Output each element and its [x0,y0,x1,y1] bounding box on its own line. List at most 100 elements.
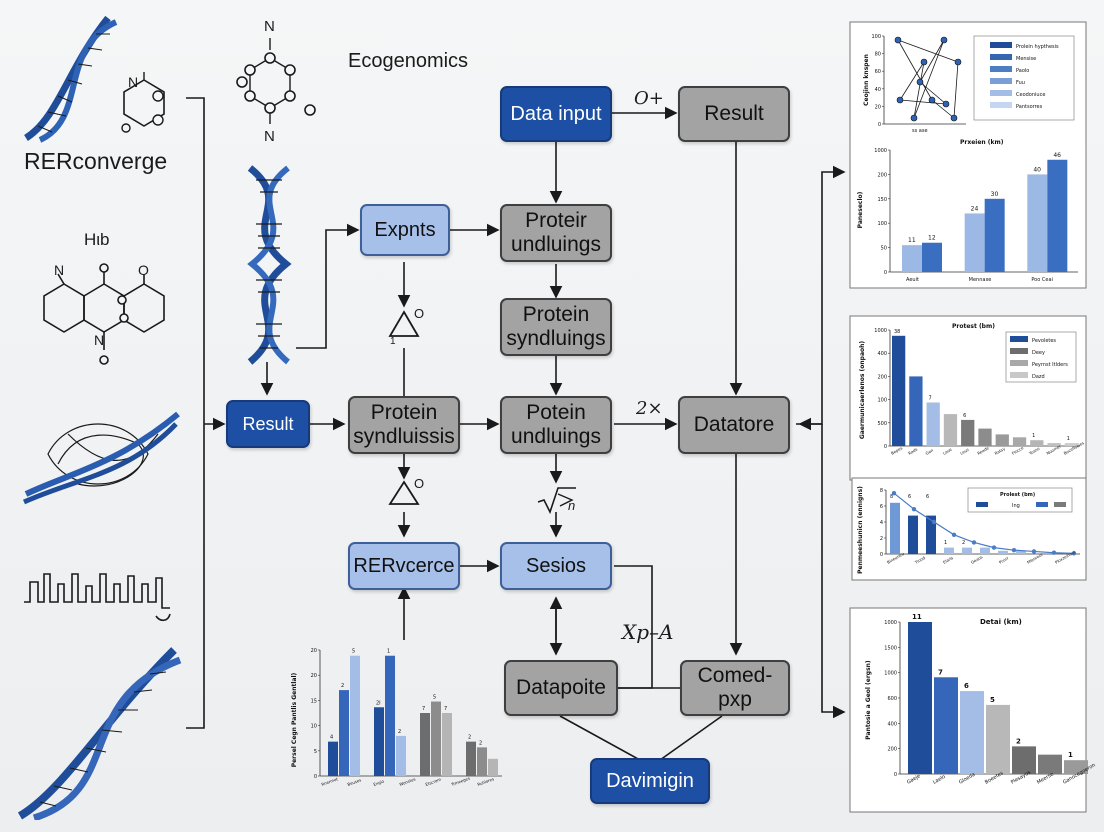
line-legend-swatch [1054,502,1066,507]
line-series [893,492,1075,554]
line-point [971,540,977,545]
bar1-data-label: 24 [971,205,979,212]
scatter-legend-swatch [990,54,1012,60]
bar1-xtick: Poo Ceai [1031,277,1053,283]
bar1-data-label: 12 [928,235,936,242]
scatter-ytick: 40 [875,87,881,93]
scatter-legend-swatch [990,78,1012,84]
line-data-label: 2 [962,540,965,546]
result-left-node[interactable]: Result [226,400,310,448]
bar2-legend-swatch [1010,360,1028,366]
bar4-data-label: 7 [444,706,447,712]
bar2-xtick: Bepes [890,445,903,455]
bar4-ytick: 20 [311,673,317,679]
bar2-data-label: 7 [929,396,932,402]
bar4-bar [466,741,476,776]
comed-to-davimigin-line [659,715,723,761]
protein-tangle-icon [22,411,180,505]
bar2-xtick: Ratsy [994,446,1007,456]
expnts-node[interactable]: Expnts [360,204,450,256]
bar2-bar [995,434,1009,446]
mol2-n-top-label: N [264,18,275,35]
proteir-undluings-node[interactable]: Proteir undluings [500,204,612,262]
line-point [911,507,917,512]
o-plus-annotation: O+ [634,88,664,109]
scatter-edge [899,61,925,101]
bar2-xtick: Gan [925,447,935,456]
scatter-point [896,96,904,104]
rervcerce-node[interactable]: RERvcerce [348,542,460,590]
bar3-bar [934,677,958,774]
bar1-bar [922,242,942,272]
line-bar [980,547,990,554]
datatore-node[interactable]: Datatore [678,396,790,454]
potein-undluings-node[interactable]: Potein undluings [500,396,612,454]
dna-helix-bottom-icon [17,647,182,820]
scatter-edge [919,81,947,105]
data-input-node[interactable]: Data input [500,86,612,142]
bar2-bar [892,335,906,446]
scatter-point [954,58,962,66]
comed-pxp-node[interactable]: Comed-pxp [680,660,790,716]
bar3-title: Detai (km) [980,618,1022,626]
protein-syndluings-node[interactable]: Protein syndluings [500,298,612,356]
line-ytick: 4 [880,520,883,526]
bar3-data-label: 11 [912,613,922,621]
datapoite-to-davimigin-line [559,715,641,761]
line-xtick: Tiood [913,555,926,565]
dna-helix-icon [24,15,118,143]
line-bar [962,547,972,554]
bar1-bar [1047,159,1068,272]
scatter-ylabel: Ceojinn knspen [863,54,870,106]
line-bar [1016,550,1026,554]
bar3-ytick: 1500 [884,645,897,651]
line-point [1071,551,1077,556]
bar4-xtick: Beuses [347,777,362,787]
bar3-data-label: 7 [938,668,943,676]
bar2-xtick: Flocce [1011,445,1025,456]
bar4-ytick: 5 [314,749,317,755]
datapoite-node[interactable]: Datapoite [504,660,618,716]
hb-label: Hιb [84,230,110,249]
result-top-node[interactable]: Result [678,86,790,142]
bar2-data-label: 6 [963,413,966,419]
scatter-legend-swatch [990,42,1012,48]
mol2-n-bottom-label: N [264,128,275,145]
bar2-bar [1030,440,1044,446]
bar4-bar [488,758,498,776]
scatter-ytick: 0 [878,122,881,128]
bar2-legend-swatch [1010,336,1028,342]
protein-syndluissis-node[interactable]: Protein syndluissis [348,396,460,454]
bar4-ytick: 20 [311,648,317,654]
bar1-ytick: 200 [877,172,887,178]
bar4-bar [385,655,395,776]
scatter-edge [931,99,955,119]
line-ylabel: Penmeeshunicn (ennigns) [857,486,864,574]
davimigin-node[interactable]: Davimigin [590,758,710,804]
bar1-bar [902,245,922,272]
bar1-xtick: Mennaxe [969,277,992,283]
mol3-o-right-label: O [138,262,149,278]
line-data-label: 6 [926,494,929,500]
bar3-ytick: 200 [887,747,897,753]
bar2-bar [1047,443,1061,446]
bar2-ytick: 0 [884,444,887,450]
tri2-o-label: O [414,476,425,491]
bar1-data-label: 46 [1053,152,1061,159]
line-legend-label: Ing [1012,503,1020,509]
ecogenomics-title: Ecogenomics [348,50,469,72]
bar2-data-label: 1 [1067,436,1070,442]
bar2-legend-swatch [1010,372,1028,378]
line-legend-box [967,487,1073,513]
line-legend-swatch [1036,502,1048,507]
bar3-data-label: 5 [990,696,995,704]
bar4-data-label: 4 [330,735,333,741]
line-bar [944,547,954,554]
scatter-edge [899,99,947,105]
scatter-point [940,36,948,44]
sesios-node[interactable]: Sesios [500,542,612,590]
bar2-ylabel: Gaermunicaerlenos (onpaoh) [859,341,866,440]
line-point [951,532,957,537]
line-ytick: 0 [880,552,883,558]
bar4-data-label: 2 [398,729,401,735]
